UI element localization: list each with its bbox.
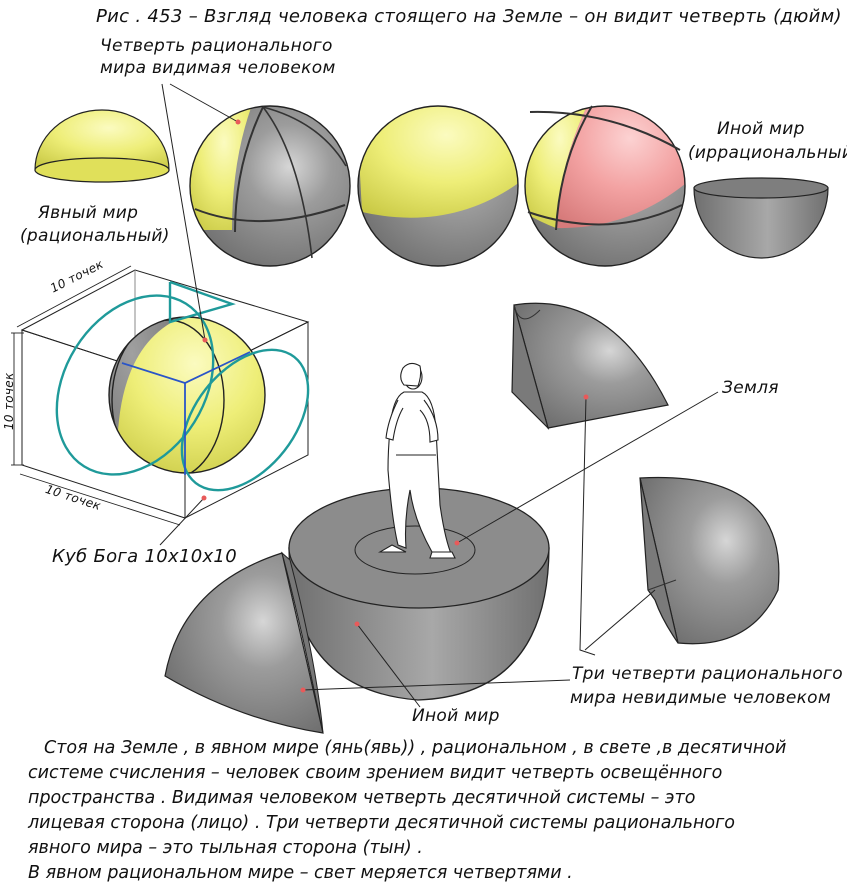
paragraph-line-5: явного мира – это тыльная сторона (тын) … [28, 838, 423, 858]
grey-bowl [693, 177, 829, 259]
cube-dimension-lines [11, 265, 181, 526]
paragraph-line-6: В явном рациональном мире – свет меряетс… [28, 863, 573, 883]
quarter-piece-right [639, 476, 780, 645]
three-quarters-label-2: мира невидимые человеком [570, 688, 831, 708]
god-cube-label: Куб Бога 10х10х10 [52, 546, 237, 567]
other-world-top-label-2: (иррациональный) [688, 143, 847, 163]
yellow-hemisphere [34, 109, 170, 183]
explicit-world-label-1: Явный мир [38, 203, 139, 223]
standing-man [377, 362, 456, 559]
paragraph-line-2: системе счисления – человек своим зрение… [28, 763, 723, 783]
quarter-piece-top [511, 302, 669, 431]
dim-left-label: 10 точек [2, 372, 16, 430]
leader-lines [159, 83, 719, 708]
red-markers [201, 119, 589, 693]
paragraph-line-1: Стоя на Земле , в явном мире (янь(явь)) … [44, 738, 787, 758]
other-world-bottom-label: Иной мир [412, 706, 500, 726]
sphere-quarter-visible [189, 105, 351, 267]
visible-quarter-label-1: Четверть рационального [100, 36, 333, 56]
other-world-top-label-1: Иной мир [717, 119, 805, 139]
figure-caption: Рис . 453 – Взгляд человека стоящего на … [96, 6, 842, 27]
three-quarters-label-1: Три четверти рационального [572, 664, 843, 684]
teal-rings [55, 280, 310, 492]
sphere-yellow-pink [524, 105, 686, 267]
earth-hemisphere [288, 487, 550, 701]
explicit-world-label-2: (рациональный) [20, 226, 170, 246]
quarter-piece-front [164, 551, 324, 734]
sphere-yellow-top [357, 105, 519, 267]
cube-axes [121, 351, 251, 475]
paragraph-line-3: пространства . Видимая человеком четверт… [28, 788, 696, 808]
earth-label: Земля [722, 378, 779, 398]
visible-quarter-label-2: мира видимая человеком [100, 58, 336, 78]
paragraph-line-4: лицевая сторона (лицо) . Три четверти де… [28, 813, 736, 833]
